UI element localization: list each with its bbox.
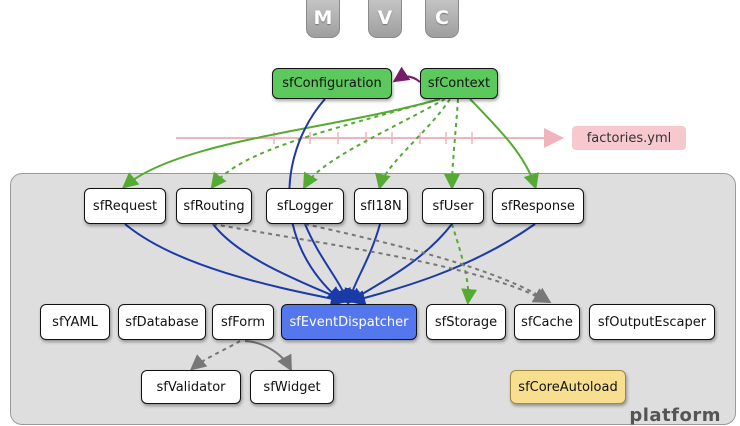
node-sfuser: sfUser: [422, 188, 484, 224]
diagram-canvas: platform M V C: [10, 0, 736, 426]
edges-to-dispatcher: [124, 223, 536, 307]
edge-form-widget: [244, 340, 292, 372]
factories-line: [176, 128, 564, 148]
edge-form-validator: [189, 340, 241, 371]
edge-context-configuration: [392, 66, 421, 83]
node-sfcache: sfCache: [514, 304, 580, 340]
node-sfoutputescaper: sfOutputEscaper: [589, 304, 715, 340]
mvc-tab-v: V: [368, 0, 402, 38]
edge-context-request: [121, 98, 441, 189]
node-sfwidget: sfWidget: [250, 370, 334, 404]
node-sfresponse: sfResponse: [492, 188, 584, 224]
node-sfcoreautoload: sfCoreAutoload: [510, 370, 626, 404]
node-sflogger: sfLogger: [266, 188, 344, 224]
node-sfeventdispatcher: sfEventDispatcher: [281, 304, 417, 340]
edge-context-response: [469, 98, 539, 190]
edges-to-cache: [212, 223, 552, 304]
node-sfvalidator: sfValidator: [141, 370, 241, 404]
node-sfrouting: sfRouting: [176, 188, 252, 224]
mvc-tab-m: M: [306, 0, 340, 38]
factories-label: factories.yml: [572, 126, 686, 150]
node-sfcontext: sfContext: [420, 68, 498, 99]
node-sfrequest: sfRequest: [84, 188, 166, 224]
connector-layer: [121, 66, 564, 372]
node-sfi18n: sfI18N: [354, 188, 408, 224]
node-sfyaml: sfYAML: [40, 304, 110, 340]
mvc-tab-c: C: [425, 0, 459, 38]
node-sfform: sfForm: [212, 304, 274, 340]
node-sfconfiguration: sfConfiguration: [272, 68, 392, 99]
node-sfstorage: sfStorage: [426, 304, 506, 340]
node-sfdatabase: sfDatabase: [118, 304, 206, 340]
